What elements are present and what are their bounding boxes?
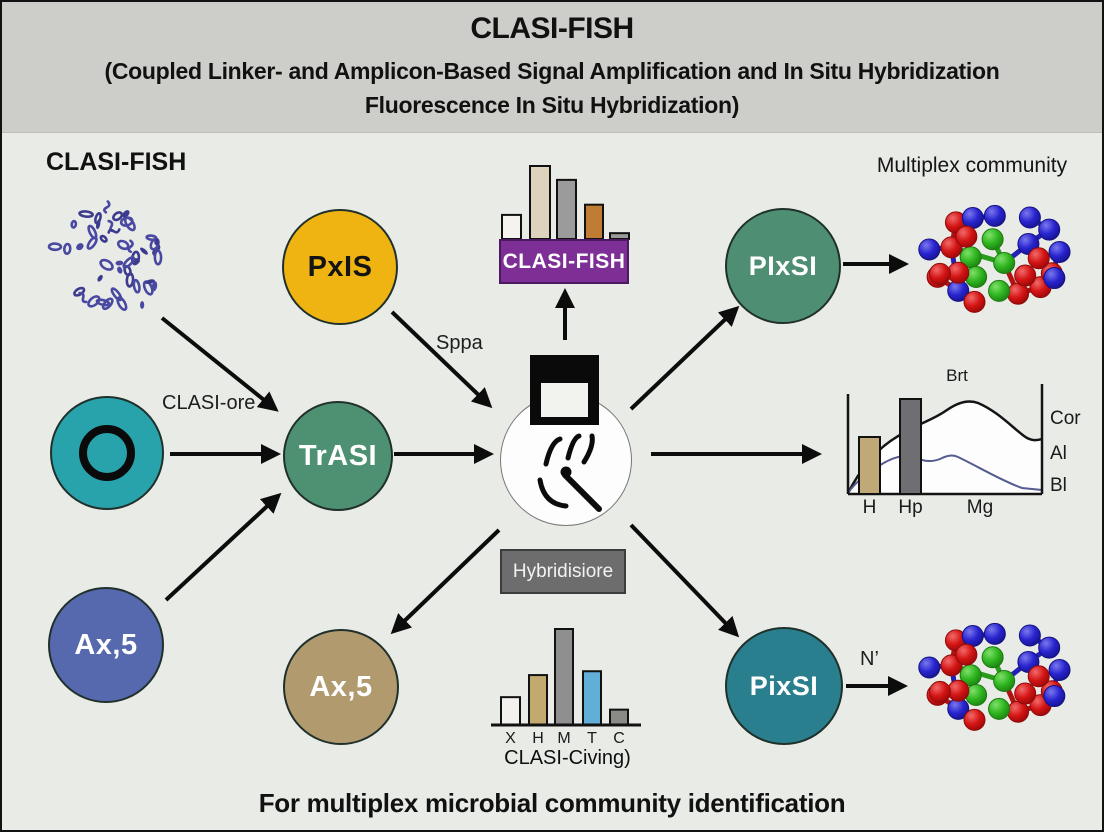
molecule-cluster-top-icon [918,204,1071,313]
svg-text:X: X [505,730,516,747]
node-ax5-blue: Ax,5 [48,587,164,703]
hybridization-box-label: Hybridisiore [512,560,614,582]
node-pxis-label: PxIS [307,250,373,283]
svg-text:M: M [557,730,570,747]
slide-frame-icon [530,355,599,425]
header-band [2,2,1102,133]
node-sample-teal [50,396,164,510]
node-ax5-blue-label: Ax,5 [74,628,138,661]
clasi-fish-box: CLASI-FISH [499,239,629,284]
node-ax5-brown: Ax,5 [283,629,399,745]
node-pixsi-bottom-label: PixSI [749,670,819,701]
svg-text:C: C [613,730,625,747]
svg-text:Hp: Hp [898,497,922,518]
svg-text:Cor: Cor [1050,408,1081,429]
node-ax5-brown-label: Ax,5 [309,670,373,703]
svg-text:Al: Al [1050,443,1067,464]
bottom-chart-caption: CLASI-Civing) [504,747,631,769]
svg-text:Mg: Mg [967,497,993,518]
bacteria-cluster-icon [47,200,163,311]
annotation-clasi-ore: CLASI-ore [162,392,256,414]
node-pxis: PxIS [282,209,398,325]
page-subtitle-line1: (Coupled Linker- and Amplicon-Based Sign… [104,58,1000,84]
molecule-cluster-bottom-icon [918,622,1071,731]
annotation-multiplex-community: Multiplex community [876,154,1068,177]
node-pixsi-top-label: PIxSI [748,250,818,281]
top-bar-chart [501,165,630,241]
annotation-n-prime: N’ [860,648,879,670]
svg-text:T: T [587,730,597,747]
node-pixsi-top: PIxSI [725,208,841,324]
hybridization-box: Hybridisiore [500,549,626,594]
node-trasi: TrASI [283,401,393,511]
clasi-fish-box-label: CLASI-FISH [502,249,626,273]
target-ring-icon [79,425,135,481]
imaging-glyph-icon [537,433,602,512]
annotation-sppa: Sppa [436,332,483,354]
node-trasi-label: TrASI [298,439,378,472]
svg-text:H: H [863,497,877,518]
svg-text:Brt: Brt [946,366,968,385]
svg-text:H: H [532,730,544,747]
svg-text:Bl: Bl [1050,475,1067,496]
section-label: CLASI-FISH [46,148,187,176]
footer-caption: For multiplex microbial community identi… [258,788,846,818]
page-title: CLASI-FISH [470,12,634,45]
page-subtitle-line2: Fluorescence In Situ Hybridization) [364,92,740,118]
node-pixsi-bottom: PixSI [725,627,843,745]
